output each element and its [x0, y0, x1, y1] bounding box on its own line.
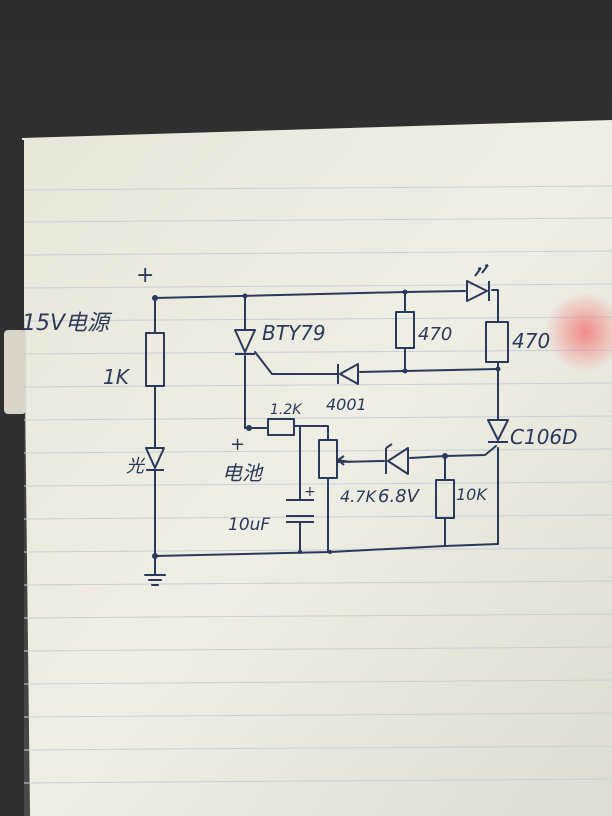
label-r-10k: 10K [456, 485, 488, 504]
label-cap-plus: + [304, 484, 316, 500]
label-battery: 电池 [222, 461, 264, 485]
label-r-470-2: 470 [512, 329, 550, 353]
resistor-1-2k [267, 418, 295, 436]
label-scr1: BTY79 [262, 321, 326, 345]
scr-bty79-symbol [234, 329, 256, 355]
label-cap: 10uF [228, 515, 270, 535]
led-left-symbol [145, 447, 165, 471]
light-glare [545, 292, 612, 372]
label-scr2: C106D [510, 425, 578, 449]
label-diode: 4001 [326, 395, 367, 414]
resistor-470-1 [395, 311, 415, 349]
resistor-1k [145, 332, 165, 387]
resistor-470-2 [485, 321, 509, 363]
diode-4001-symbol [337, 363, 359, 385]
label-supply-plus: + [136, 263, 154, 288]
ruled-lines [23, 185, 612, 784]
led-top-symbol [466, 280, 490, 302]
label-r1: 1K [103, 365, 131, 389]
wire-bottom-rail [154, 543, 499, 557]
capacitor-10uf-symbol [286, 499, 314, 523]
components [145, 264, 509, 523]
label-r-470-1: 470 [418, 324, 452, 345]
potentiometer-4-7k [318, 439, 338, 479]
notebook-page [0, 120, 612, 816]
label-r-1-2k: 1.2K [270, 402, 303, 418]
label-led-left: 光 [126, 456, 146, 477]
label-pot: 4.7K [340, 487, 377, 506]
label-power-supply: 15V电源 [22, 311, 113, 336]
label-battery-plus: + [230, 434, 245, 455]
scr-c106d-symbol [487, 419, 509, 443]
resistor-10k [435, 479, 455, 519]
label-zener: 6.8V [378, 486, 421, 507]
junction-dots [152, 289, 501, 559]
labels: 15V电源 + 1K 光 BTY79 470 470 4001 1.2K + 电… [22, 263, 578, 535]
wire-led-right [491, 289, 499, 323]
zener-6-8v-symbol [385, 443, 409, 475]
